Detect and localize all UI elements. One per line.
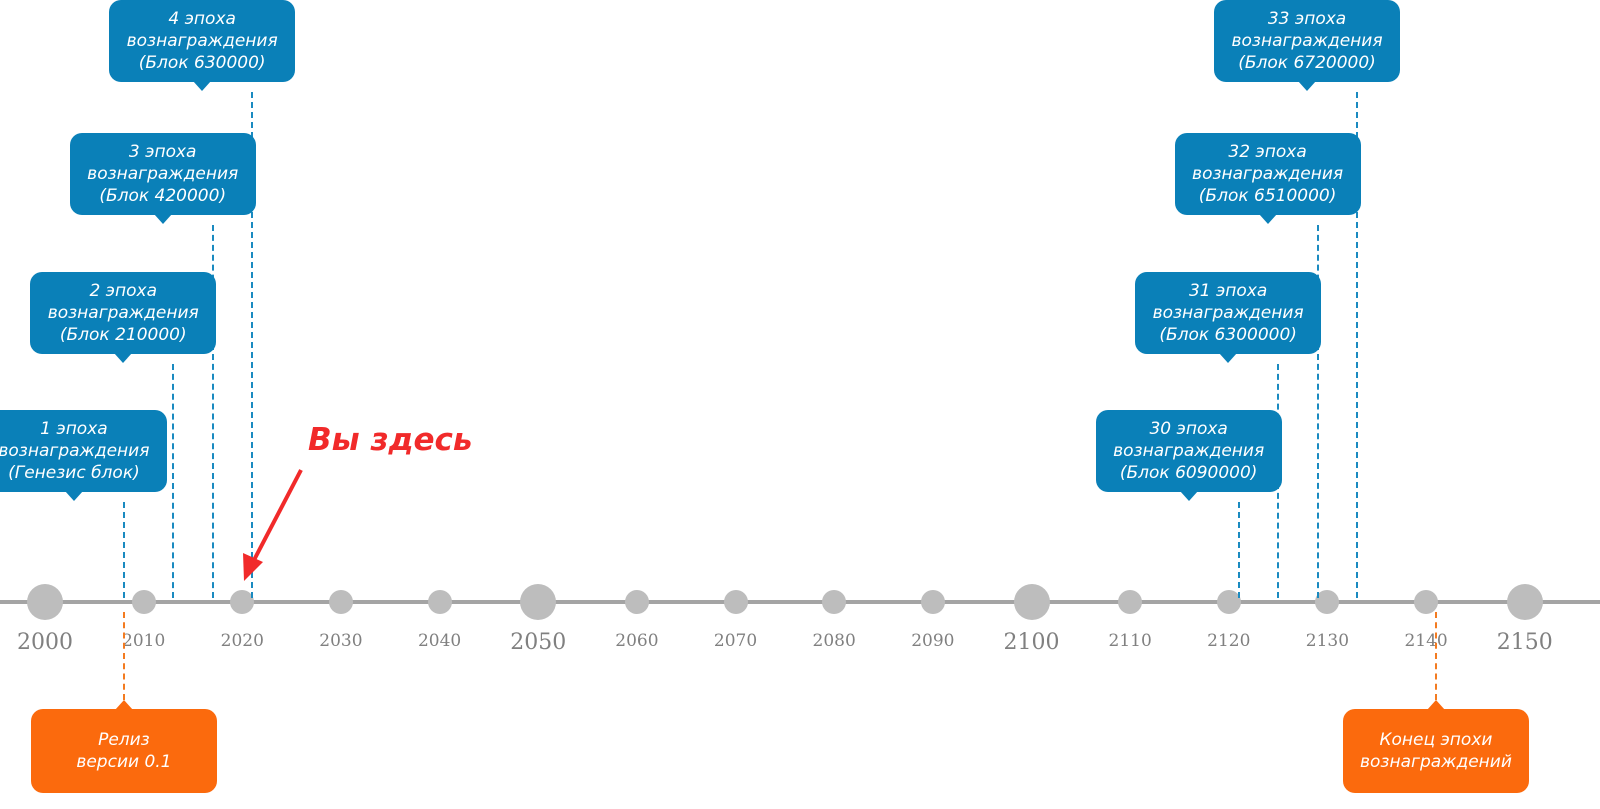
year-label: 2070 — [713, 631, 758, 651]
epoch-connector-line — [1316, 225, 1319, 598]
callout-text-line: 31 эпоха — [1188, 281, 1268, 301]
callout-text-line: 1 эпоха — [40, 419, 108, 439]
year-node — [1216, 590, 1241, 614]
timeline-axis — [0, 600, 1600, 604]
callout-text-line: вознаграждения — [1192, 164, 1344, 184]
callout-text-line: 30 эпоха — [1149, 419, 1228, 439]
callout-text-line: вознаграждения — [1231, 31, 1383, 51]
you-are-here-label: Вы здесь — [308, 422, 473, 458]
callout-text-line: Релиз — [98, 730, 150, 750]
callout-text-line: вознаграждений — [1360, 752, 1512, 772]
epoch-connector-line — [1356, 92, 1359, 598]
epoch-connector-line — [1237, 502, 1240, 598]
epoch-connector-line — [211, 225, 214, 598]
year-node — [1013, 584, 1050, 620]
callout-text-line: (Блок 6510000) — [1198, 186, 1337, 206]
year-node — [520, 584, 557, 620]
year-node — [723, 590, 748, 614]
callout-text-line: (Блок 6720000) — [1238, 53, 1376, 73]
callout-text-line: (Блок 6090000) — [1119, 463, 1258, 483]
year-node — [328, 590, 353, 614]
callout-text-line: вознаграждения — [0, 441, 150, 461]
callout-text-line: 2 эпоха — [89, 281, 157, 301]
year-label: 2000 — [17, 630, 73, 655]
year-node — [230, 590, 255, 614]
year-node — [1315, 590, 1340, 614]
year-node — [920, 590, 945, 614]
year-label: 2150 — [1496, 630, 1553, 655]
callout-text-line: вознаграждения — [1152, 303, 1304, 323]
year-node — [1118, 590, 1143, 614]
callout-text-line: вознаграждения — [87, 164, 239, 184]
callout-text-line: вознаграждения — [1113, 441, 1265, 461]
arrow-shaft — [251, 469, 303, 563]
callout-text-line: 32 эпоха — [1228, 142, 1307, 162]
year-label: 2060 — [615, 631, 659, 651]
year-node — [1506, 584, 1543, 620]
callout-text-line: (Блок 630000) — [138, 53, 266, 73]
epoch-connector-line — [251, 92, 254, 598]
year-label: 2080 — [812, 631, 856, 651]
event-connector-line — [122, 612, 125, 700]
epoch-connector-line — [172, 364, 175, 598]
year-label: 2030 — [319, 631, 363, 651]
year-label: 2010 — [122, 631, 166, 651]
year-label: 2020 — [220, 631, 264, 651]
callout-text-line: 3 эпоха — [128, 142, 197, 162]
year-label: 2130 — [1305, 631, 1350, 651]
year-label: 2140 — [1404, 631, 1448, 651]
event-connector-line — [1434, 612, 1437, 700]
year-label: 2110 — [1108, 631, 1152, 651]
epoch-connector-line — [122, 502, 125, 598]
year-label: 2090 — [911, 631, 955, 651]
callout-text-line: (Генезис блок) — [8, 463, 140, 483]
callout-text-line: Конец эпохи — [1379, 730, 1493, 750]
callout-text-line: (Блок 420000) — [99, 186, 227, 206]
callout-text-line: 33 эпоха — [1267, 9, 1347, 29]
year-node — [822, 590, 847, 614]
year-label: 2040 — [417, 631, 462, 651]
year-label: 2050 — [510, 630, 567, 655]
year-node — [1414, 590, 1439, 614]
callout-text-line: (Блок 210000) — [59, 325, 187, 345]
callout-text-line: (Блок 6300000) — [1159, 325, 1297, 345]
callout-text-line: версии 0.1 — [76, 752, 172, 772]
year-node — [427, 590, 452, 614]
callout-text-line: вознаграждения — [126, 31, 278, 51]
year-node — [27, 584, 63, 620]
callout-text-line: 4 эпоха — [168, 9, 236, 29]
year-label: 2120 — [1207, 631, 1251, 651]
year-label: 2100 — [1003, 630, 1060, 655]
callout-text-line: вознаграждения — [47, 303, 199, 323]
year-node — [624, 590, 649, 614]
year-node — [131, 590, 156, 614]
